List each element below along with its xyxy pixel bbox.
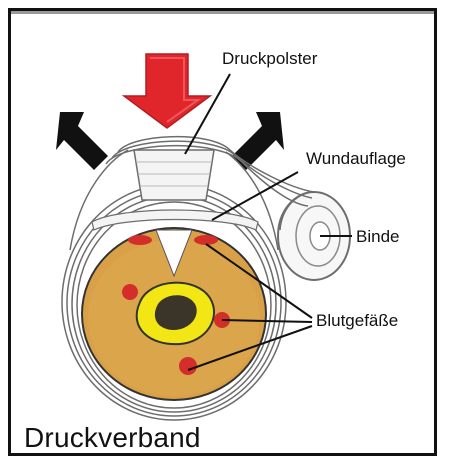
label-binde: Binde [356, 228, 399, 245]
blood-vessel [179, 357, 197, 375]
label-blutgefaesse: Blutgefäße [316, 312, 398, 329]
label-druckpolster: Druckpolster [222, 50, 317, 67]
wound-dressing [92, 210, 258, 230]
diagram-caption: Druckverband [24, 424, 201, 452]
red-down-arrow-icon [124, 54, 210, 128]
pressure-pad [134, 150, 214, 200]
black-arrow-left-icon [56, 112, 108, 170]
blood-vessel [122, 284, 138, 300]
limb-cross-section [82, 228, 266, 400]
label-wundauflage: Wundauflage [306, 150, 406, 167]
black-arrow-right-icon [232, 112, 284, 170]
